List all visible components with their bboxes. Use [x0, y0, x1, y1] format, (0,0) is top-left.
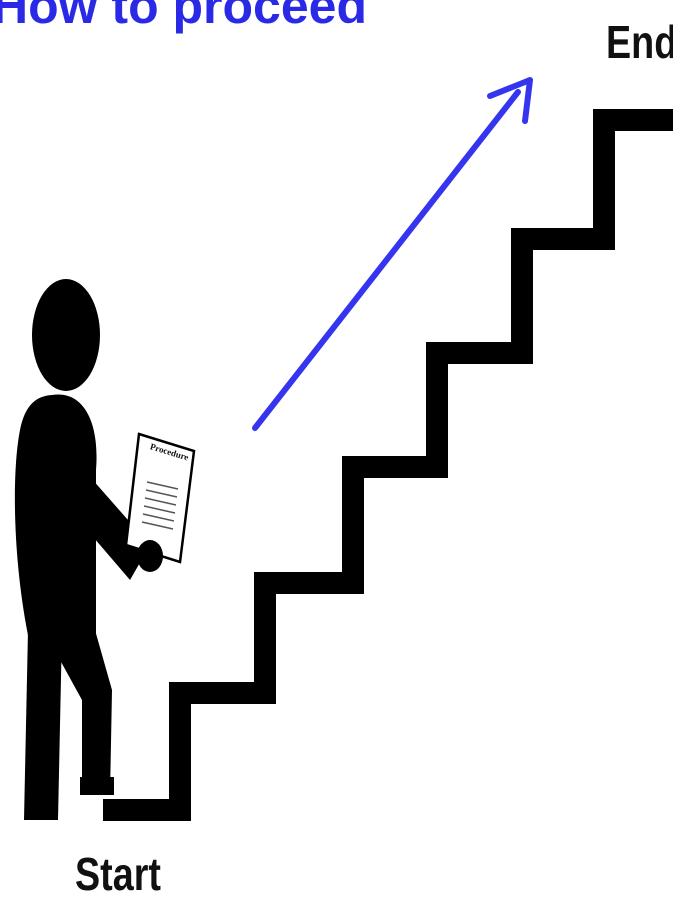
document-icon: Procedure	[126, 434, 194, 562]
person-icon	[15, 279, 150, 820]
arrow-icon	[255, 80, 530, 428]
hand-icon	[137, 540, 163, 572]
